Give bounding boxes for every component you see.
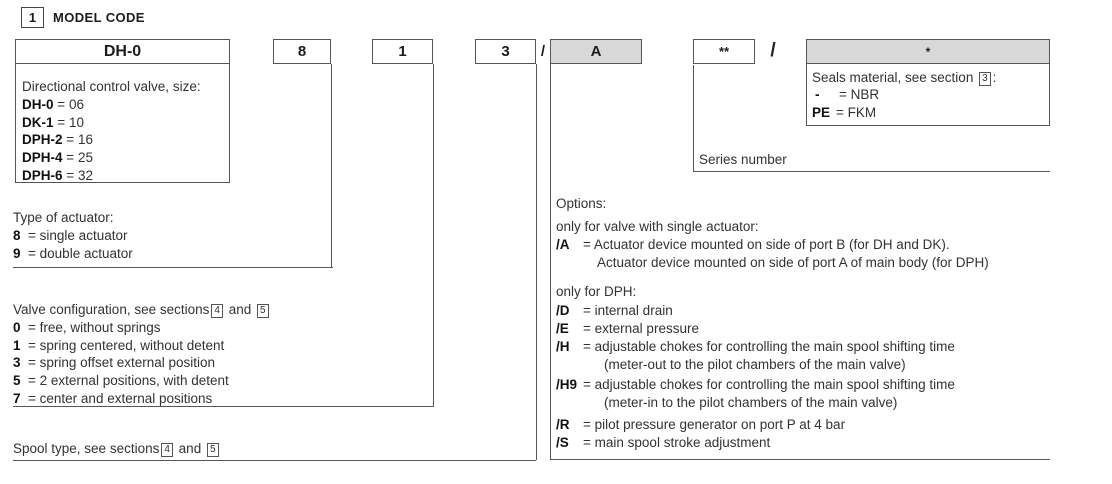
legend-item: DPH-4 = 25 bbox=[22, 150, 93, 166]
options-title: Options: bbox=[556, 196, 607, 211]
option-item-h-cont: (meter-out to the pilot chambers of the … bbox=[604, 357, 906, 372]
underline-options bbox=[550, 459, 1050, 461]
code-box-series: ** bbox=[693, 39, 755, 64]
option-item-d: /D= internal drain bbox=[556, 303, 673, 318]
option-item-s: /S= main spool stroke adjustment bbox=[556, 435, 771, 450]
option-item-e: /E= external pressure bbox=[556, 321, 699, 336]
seals-legend-title: Seals material, see section 3: bbox=[812, 70, 997, 86]
section-ref-3: 3 bbox=[979, 72, 991, 86]
connector-line-spool bbox=[536, 64, 538, 460]
legend-item: 5= 2 external positions, with detent bbox=[13, 373, 229, 389]
legend-item: 0= free, without springs bbox=[13, 319, 161, 335]
section-ref-4: 4 bbox=[161, 443, 173, 457]
size-legend-title: Directional control valve, size: bbox=[22, 79, 201, 94]
legend-item: -= NBR bbox=[815, 87, 880, 103]
section-number-badge: 1 bbox=[21, 7, 44, 28]
option-item-h9-cont: (meter-in to the pilot chambers of the m… bbox=[604, 395, 898, 410]
options-note-single: only for valve with single actuator: bbox=[556, 219, 759, 234]
seals-legend-box bbox=[806, 64, 1050, 126]
legend-item: DH-0 = 06 bbox=[22, 96, 84, 112]
option-item-h9: /H9= adjustable chokes for controlling t… bbox=[556, 377, 955, 392]
options-note-dph: only for DPH: bbox=[556, 284, 637, 299]
legend-item: 8= single actuator bbox=[13, 227, 128, 243]
option-item-h: /H= adjustable chokes for controlling th… bbox=[556, 339, 955, 354]
size-legend-box bbox=[15, 64, 230, 183]
connector-line-actuator bbox=[331, 64, 333, 267]
underline-config bbox=[13, 406, 434, 408]
legend-item: DPH-2 = 16 bbox=[22, 132, 93, 148]
code-box-option: A bbox=[550, 39, 642, 64]
option-item-a-cont: Actuator device mounted on side of port … bbox=[597, 255, 989, 270]
underline-actuator bbox=[13, 267, 333, 269]
connector-line-options bbox=[550, 64, 552, 459]
slash-separator-2: / bbox=[770, 40, 776, 61]
connector-line-config bbox=[433, 64, 435, 406]
legend-item: DK-1 = 10 bbox=[22, 114, 84, 130]
underline-spool bbox=[13, 460, 536, 462]
series-number-label: Series number bbox=[699, 152, 787, 167]
connector-line-series bbox=[693, 65, 695, 171]
section-ref-5: 5 bbox=[257, 304, 269, 318]
section-title: MODEL CODE bbox=[53, 10, 145, 25]
actuator-legend: Type of actuator: 8= single actuator 9= … bbox=[13, 209, 133, 262]
seals-legend: Seals material, see section 3: -= NBR PE… bbox=[812, 69, 996, 121]
legend-item: 1= spring centered, without detent bbox=[13, 337, 225, 353]
code-box-size: DH-0 bbox=[15, 39, 230, 64]
size-legend: Directional control valve, size: DH-0 = … bbox=[22, 78, 201, 185]
legend-item: 9= double actuator bbox=[13, 245, 133, 261]
legend-item: DPH-6 = 32 bbox=[22, 167, 93, 183]
code-box-actuator: 8 bbox=[273, 39, 331, 64]
code-box-spool: 3 bbox=[475, 39, 536, 64]
actuator-legend-title: Type of actuator: bbox=[13, 210, 114, 225]
legend-item: 7= center and external positions bbox=[13, 390, 213, 406]
legend-item: 3= spring offset external position bbox=[13, 355, 216, 371]
slash-separator: / bbox=[540, 43, 546, 60]
section-ref-5: 5 bbox=[206, 443, 219, 457]
code-box-config: 1 bbox=[372, 39, 433, 64]
section-ref-4: 4 bbox=[211, 304, 223, 318]
option-item-r: /R= pilot pressure generator on port P a… bbox=[556, 417, 846, 432]
underline-series bbox=[693, 171, 1050, 173]
legend-item: PE= FKM bbox=[812, 104, 877, 120]
option-item-a: /A= Actuator device mounted on side of p… bbox=[556, 237, 950, 252]
code-box-seals: * bbox=[806, 39, 1050, 64]
